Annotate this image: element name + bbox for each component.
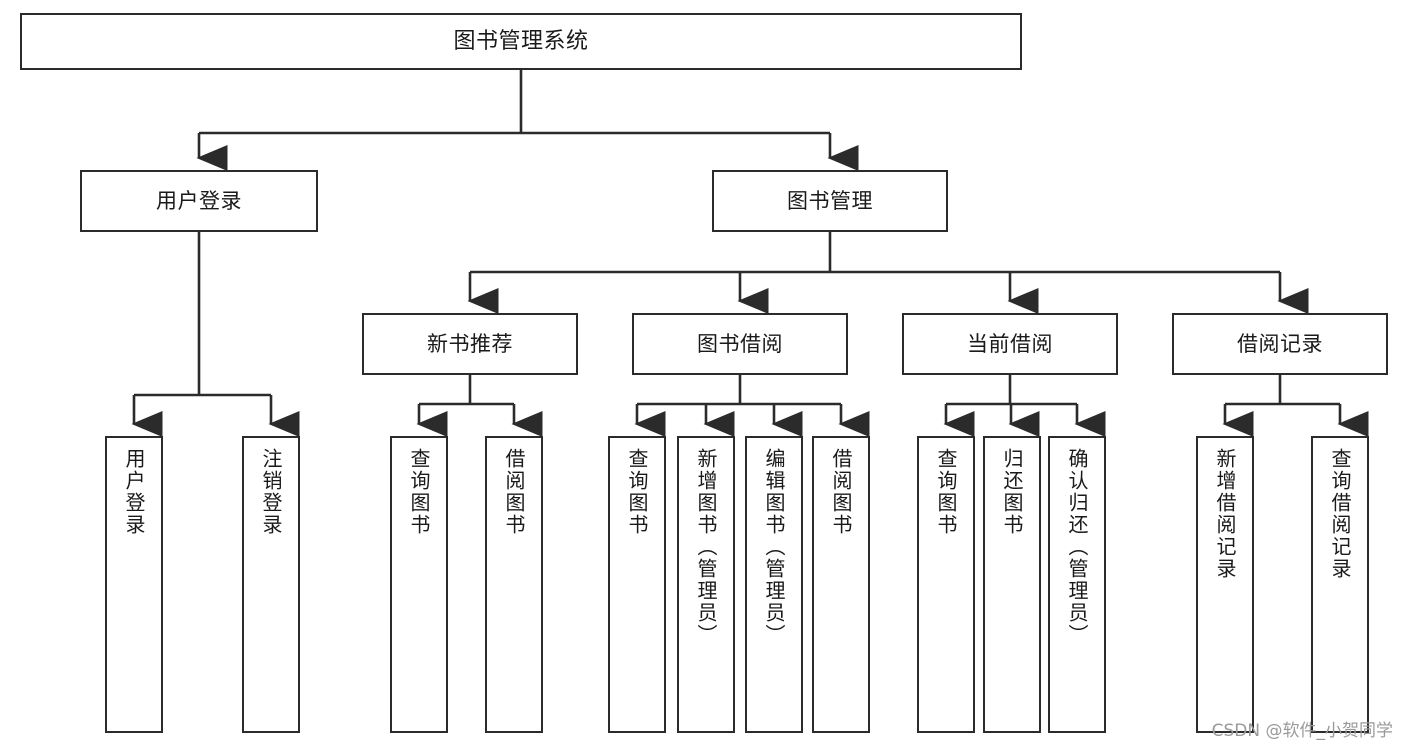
- node-label: 新增图书（管理员）: [694, 448, 718, 646]
- node-label: 新增借阅记录: [1213, 448, 1237, 580]
- node-current-borrow[interactable]: 当前借阅: [902, 313, 1118, 375]
- node-leaf-borrow-book-1[interactable]: 借阅图书: [485, 436, 543, 733]
- node-new-book-recommend[interactable]: 新书推荐: [362, 313, 578, 375]
- node-leaf-query-book-2[interactable]: 查询图书: [608, 436, 666, 733]
- node-label: 借阅图书: [502, 448, 526, 536]
- node-label: 用户登录: [122, 448, 146, 536]
- node-root-system[interactable]: 图书管理系统: [20, 13, 1022, 70]
- node-label: 查询图书: [934, 448, 958, 536]
- node-label: 编辑图书（管理员）: [762, 448, 786, 646]
- node-book-borrow[interactable]: 图书借阅: [632, 313, 848, 375]
- node-label: 确认归还（管理员）: [1065, 448, 1089, 646]
- node-label: 用户登录: [156, 188, 242, 213]
- watermark: CSDN @软件_小贺同学: [1211, 721, 1393, 741]
- node-label: 借阅图书: [829, 448, 853, 536]
- node-label: 查询借阅记录: [1328, 448, 1352, 580]
- node-label: 新书推荐: [427, 331, 513, 356]
- node-label: 图书管理系统: [453, 28, 589, 54]
- node-label: 借阅记录: [1237, 331, 1323, 356]
- node-label: 查询图书: [625, 448, 649, 536]
- node-leaf-confirm-return[interactable]: 确认归还（管理员）: [1048, 436, 1106, 733]
- node-label: 当前借阅: [967, 331, 1053, 356]
- node-user-login[interactable]: 用户登录: [80, 170, 318, 232]
- node-leaf-add-record[interactable]: 新增借阅记录: [1196, 436, 1254, 733]
- node-leaf-edit-book[interactable]: 编辑图书（管理员）: [745, 436, 803, 733]
- node-label: 归还图书: [1000, 448, 1024, 536]
- node-leaf-return-book[interactable]: 归还图书: [983, 436, 1041, 733]
- node-leaf-user-logout[interactable]: 注销登录: [242, 436, 300, 733]
- node-leaf-query-book-1[interactable]: 查询图书: [390, 436, 448, 733]
- node-leaf-add-book[interactable]: 新增图书（管理员）: [677, 436, 735, 733]
- node-label: 图书管理: [787, 188, 873, 213]
- node-leaf-query-record[interactable]: 查询借阅记录: [1311, 436, 1369, 733]
- node-book-manage[interactable]: 图书管理: [712, 170, 948, 232]
- node-leaf-borrow-book-2[interactable]: 借阅图书: [812, 436, 870, 733]
- node-label: 图书借阅: [697, 331, 783, 356]
- node-borrow-record[interactable]: 借阅记录: [1172, 313, 1388, 375]
- node-leaf-query-book-3[interactable]: 查询图书: [917, 436, 975, 733]
- node-label: 查询图书: [407, 448, 431, 536]
- node-label: 注销登录: [259, 448, 283, 536]
- node-leaf-user-login[interactable]: 用户登录: [105, 436, 163, 733]
